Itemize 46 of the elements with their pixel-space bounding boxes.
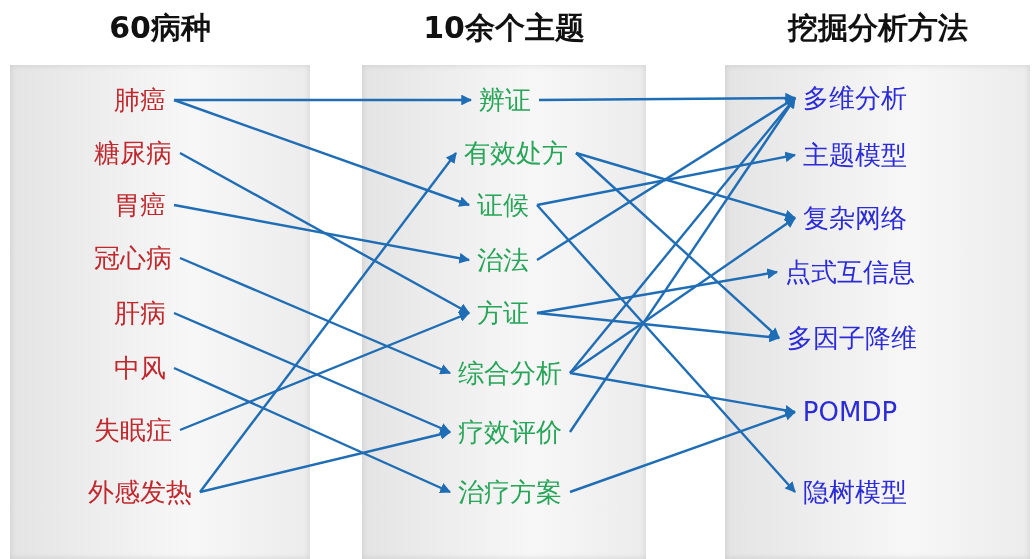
arrow (179, 256, 451, 375)
topic-label: 治法 (477, 244, 529, 276)
arrow (569, 97, 796, 433)
arrow (199, 152, 457, 493)
arrow (179, 151, 470, 315)
topic-label: 证候 (477, 189, 529, 221)
arrow (174, 94, 473, 106)
disease-label: 失眠症 (94, 414, 172, 446)
method-label: 主题模型 (803, 139, 907, 171)
method-label: 多因子降维 (787, 322, 917, 354)
arrow (199, 429, 452, 494)
arrow (569, 97, 796, 374)
column-heading: 10余个主题 (423, 10, 585, 45)
arrow (173, 98, 470, 207)
disease-label: 胃癌 (114, 189, 166, 221)
arrow (173, 366, 451, 494)
method-label: 多维分析 (803, 82, 907, 114)
method-label: 隐树模型 (803, 476, 907, 508)
arrow (539, 92, 797, 104)
disease-label: 糖尿病 (94, 137, 172, 169)
topic-label: 综合分析 (458, 357, 562, 389)
disease-label: 肝病 (114, 297, 166, 329)
arrow (536, 204, 796, 493)
arrow (575, 151, 797, 221)
arrow (536, 151, 797, 207)
topic-label: 方证 (477, 297, 529, 329)
disease-label: 冠心病 (94, 242, 172, 274)
disease-label: 外感发热 (88, 476, 192, 508)
topic-label: 治疗方案 (458, 476, 562, 508)
arrow (536, 97, 796, 261)
arrow (569, 217, 796, 374)
arrow (536, 311, 781, 343)
column-heading: 挖掘分析方法 (787, 10, 968, 45)
column-heading: 60病种 (109, 10, 211, 45)
arrow (173, 203, 471, 264)
topic-label: 疗效评价 (458, 416, 562, 448)
topic-label: 辨证 (479, 84, 531, 116)
method-label: 复杂网络 (803, 202, 907, 234)
disease-label: 肺癌 (114, 84, 166, 116)
method-label: POMDP (802, 396, 898, 428)
arrow (536, 268, 779, 315)
arrow (569, 410, 796, 494)
arrow (575, 152, 780, 339)
method-label: 点式互信息 (785, 256, 915, 288)
topic-label: 有效处方 (464, 137, 568, 169)
disease-label: 中风 (114, 352, 166, 384)
